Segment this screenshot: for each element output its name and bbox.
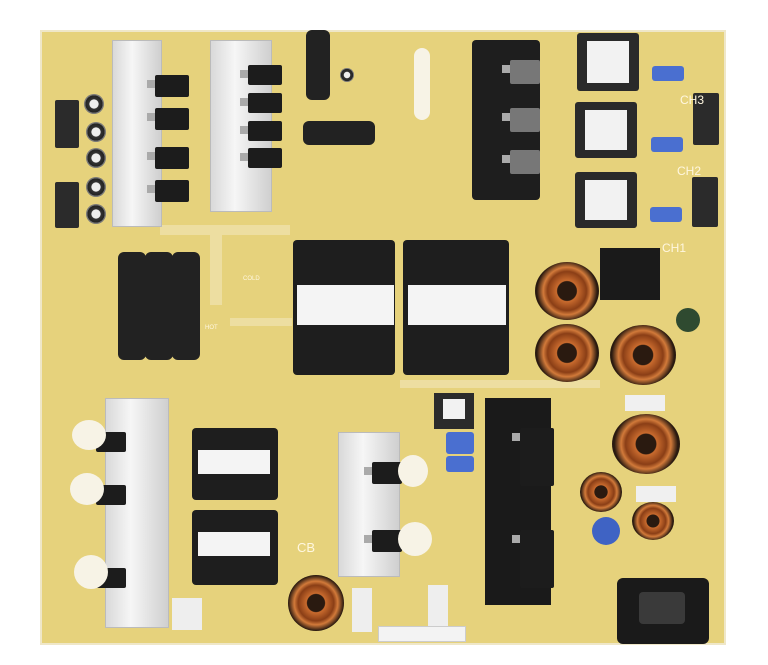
capacitor <box>303 121 375 145</box>
capacitor <box>340 68 354 82</box>
capacitor <box>306 30 330 100</box>
transformer-label <box>297 285 394 325</box>
transistor <box>147 75 189 97</box>
connector-ch2 <box>692 177 718 227</box>
silkscreen-hot: HOT <box>205 325 218 331</box>
toroid-inductor <box>612 414 680 474</box>
isolation-strip <box>210 235 222 305</box>
heatsink <box>112 40 162 227</box>
connector-ch3 <box>693 93 719 145</box>
toroid-inductor <box>288 575 344 631</box>
thermal-pad <box>72 420 106 450</box>
transistor <box>147 108 189 130</box>
fuse <box>172 598 202 630</box>
resistor <box>428 585 448 629</box>
film-capacitor <box>446 432 474 454</box>
varistor <box>676 308 700 332</box>
thermal-pad <box>414 48 430 120</box>
led-driver-transformer <box>575 172 637 228</box>
relay <box>434 393 474 429</box>
transistor <box>240 121 282 141</box>
silkscreen-cb: CB <box>297 540 316 555</box>
ac-power-inlet <box>617 578 709 644</box>
thermal-pad <box>398 455 428 487</box>
transistor <box>512 530 554 588</box>
transistor <box>502 108 540 132</box>
transistor <box>240 148 282 168</box>
silkscreen-cold: COLD <box>243 276 260 282</box>
transistor <box>512 428 554 486</box>
x-capacitor <box>636 486 676 502</box>
transistor <box>502 150 540 174</box>
x-capacitor <box>625 395 665 411</box>
bridge-rectifier <box>600 248 660 300</box>
capacitor <box>172 252 200 360</box>
toroid-inductor <box>535 324 599 382</box>
film-capacitor <box>651 137 683 152</box>
toroid-inductor <box>610 325 676 385</box>
capacitor <box>145 252 173 360</box>
thermal-pad <box>70 473 104 505</box>
toroid-inductor <box>535 262 599 320</box>
isolation-strip <box>400 380 600 388</box>
resistor <box>352 588 372 632</box>
transformer-label <box>408 285 506 325</box>
toroid-inductor <box>580 472 622 512</box>
capacitor <box>118 252 146 360</box>
transistor <box>147 180 189 202</box>
capacitor <box>86 122 106 142</box>
film-capacitor <box>650 207 682 222</box>
toroid-inductor <box>632 502 674 540</box>
connector <box>55 182 79 228</box>
isolation-strip <box>230 318 292 326</box>
heatsink <box>338 432 400 577</box>
capacitor <box>86 204 106 224</box>
transistor <box>502 60 540 84</box>
transistor <box>364 530 402 552</box>
silkscreen-ch3: CH3 <box>680 93 705 107</box>
capacitor <box>86 148 106 168</box>
connector <box>55 100 79 148</box>
transistor <box>147 147 189 169</box>
led-driver-transformer <box>575 102 637 158</box>
isolation-strip <box>160 225 290 235</box>
led-driver-transformer <box>577 33 639 91</box>
transistor <box>364 462 402 484</box>
capacitor <box>84 94 104 114</box>
thermal-pad <box>74 555 108 589</box>
barcode-label <box>378 626 466 642</box>
transistor <box>240 93 282 113</box>
capacitor <box>86 177 106 197</box>
silkscreen-ch2: CH2 <box>677 164 702 178</box>
thermal-pad <box>398 522 432 556</box>
transformer <box>192 510 278 585</box>
film-capacitor <box>652 66 684 81</box>
y-capacitor <box>592 517 620 545</box>
transformer <box>192 428 278 500</box>
silkscreen-ch1: CH1 <box>662 241 687 255</box>
film-capacitor <box>446 456 474 472</box>
transistor <box>240 65 282 85</box>
